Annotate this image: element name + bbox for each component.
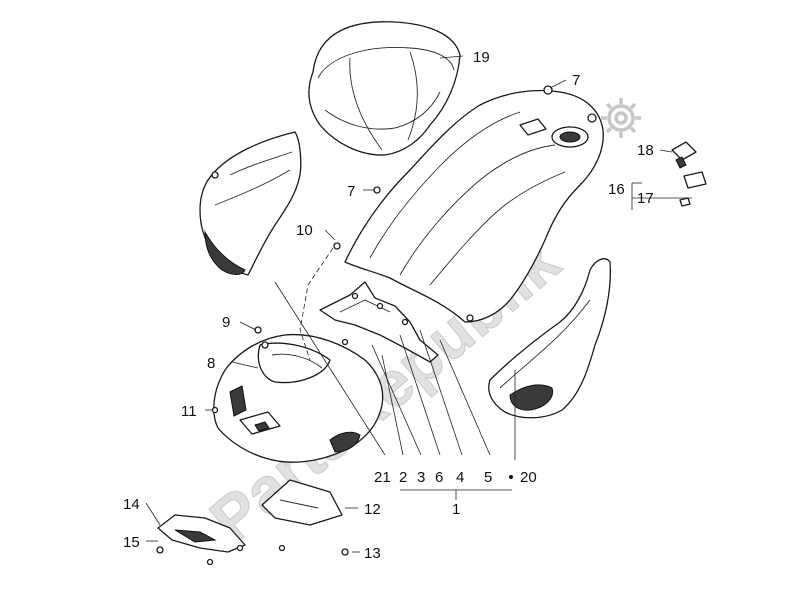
callout-13: 13 (364, 545, 381, 562)
center-bracket-part (319, 281, 439, 363)
callout-19: 19 (473, 49, 490, 66)
callout-20-dot (509, 475, 513, 479)
callout-4: 4 (456, 469, 464, 486)
gear-logo-icon (601, 98, 641, 138)
main-frame-part (344, 85, 604, 323)
callout-1: 1 (452, 501, 460, 518)
right-side-panel-part (488, 258, 611, 419)
callout-16: 16 (608, 181, 625, 198)
left-side-panel-part (199, 131, 302, 276)
connector-parts (671, 141, 707, 207)
callout-7-mid: 7 (347, 183, 355, 200)
callout-5: 5 (484, 469, 492, 486)
callout-7-top: 7 (572, 72, 580, 89)
callout-11: 11 (181, 403, 197, 420)
leader-lines (145, 55, 692, 553)
callout-14: 14 (123, 496, 140, 513)
lower-tray-part (213, 333, 384, 463)
callout-20: 20 (520, 469, 537, 486)
callout-labels: 19 7 7 18 16 17 10 9 8 11 21 2 3 6 4 5 2… (123, 49, 654, 562)
callout-3: 3 (417, 469, 425, 486)
callout-6: 6 (435, 469, 443, 486)
fasteners (211, 186, 381, 556)
callout-8: 8 (207, 355, 215, 372)
callout-9: 9 (222, 314, 230, 331)
callout-17: 17 (637, 190, 654, 207)
callout-12: 12 (364, 501, 381, 518)
helmet-compartment-part (308, 21, 461, 156)
callout-10: 10 (296, 222, 313, 239)
callout-18: 18 (637, 142, 654, 159)
callout-2: 2 (399, 469, 407, 486)
small-bracket-part (156, 514, 246, 566)
callout-21: 21 (374, 469, 391, 486)
callout-15: 15 (123, 534, 140, 551)
floor-plate-part (261, 479, 343, 526)
